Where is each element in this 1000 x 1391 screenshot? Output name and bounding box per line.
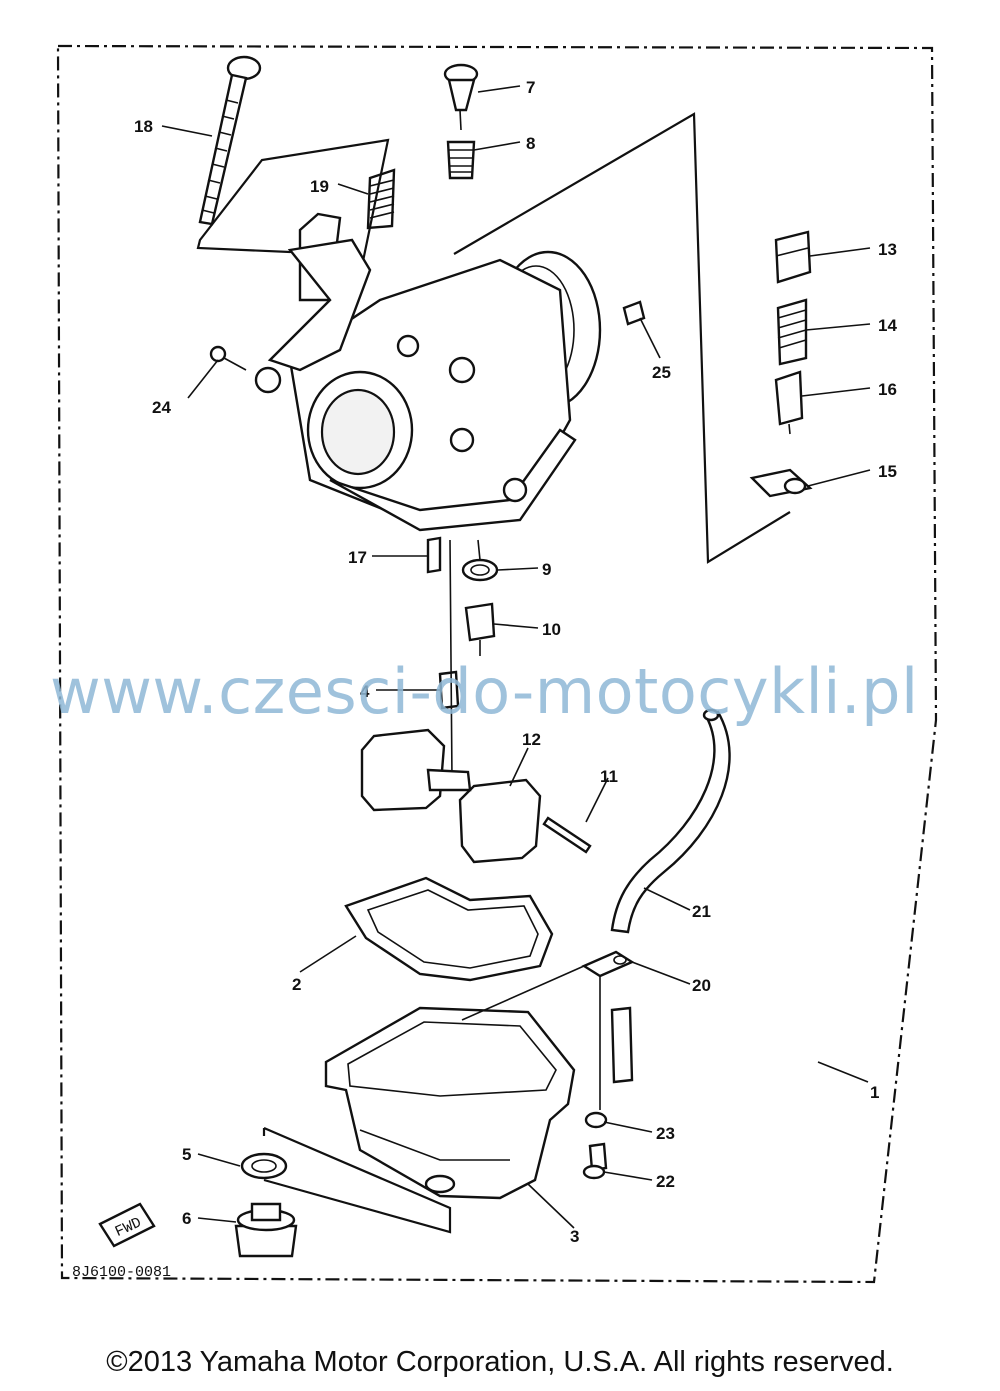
label-part-8: 8 [526, 134, 535, 153]
part-21-tube [610, 708, 731, 934]
bowl-bracket-line [262, 1126, 452, 1234]
centre-axis-line [449, 539, 481, 781]
label-part-12: 12 [522, 730, 541, 749]
part-15-plate [749, 468, 813, 498]
part-6-plug [234, 1202, 298, 1258]
label-part-18: 18 [134, 117, 153, 136]
part-24-screw [209, 345, 247, 371]
leader-lines [161, 85, 871, 1229]
drain-pipe [610, 1006, 634, 1084]
label-part-17: 17 [348, 548, 367, 567]
part-18-screw [198, 55, 262, 226]
part-20-clip [581, 950, 635, 978]
label-part-14: 14 [878, 316, 897, 335]
label-part-25: 25 [652, 363, 671, 382]
label-part-13: 13 [878, 240, 897, 259]
label-part-11: 11 [600, 767, 618, 786]
label-part-19: 19 [310, 177, 329, 196]
label-part-24: 24 [152, 398, 171, 417]
part-8-spring [446, 140, 476, 180]
copyright-notice: ©2013 Yamaha Motor Corporation, U.S.A. A… [106, 1346, 894, 1378]
part-23-washer [584, 1111, 608, 1129]
drawing-code: 8J6100-0081 [72, 1264, 171, 1281]
part-17-jet [426, 536, 442, 574]
label-part-9: 9 [542, 560, 551, 579]
part-13-plug [774, 230, 812, 284]
label-part-20: 20 [692, 976, 711, 995]
part-22-screw [582, 1142, 608, 1180]
part-7-screw [443, 63, 479, 131]
part-16-plunger [774, 370, 804, 435]
part-2-gasket [344, 876, 554, 982]
assembly-boundary [56, 44, 938, 1284]
bracket-line-right [453, 112, 791, 564]
label-part-22: 22 [656, 1172, 675, 1191]
label-part-5: 5 [182, 1145, 191, 1164]
label-part-15: 15 [878, 462, 897, 481]
carburetor-body [254, 212, 602, 532]
part-5-oring [240, 1152, 288, 1180]
label-part-10: 10 [542, 620, 561, 639]
label-part-21: 21 [692, 902, 711, 921]
part-11-pin [542, 816, 592, 854]
label-part-16: 16 [878, 380, 897, 399]
label-part-3: 3 [570, 1227, 579, 1246]
part-9-oring [461, 558, 499, 582]
part-3-float-bowl [324, 1006, 576, 1200]
bowl-gasket-line [461, 965, 585, 1021]
watermark: www.czesci-do-motocykli.pl [50, 655, 919, 728]
label-part-4: 4 [360, 682, 370, 701]
label-part-2: 2 [292, 975, 301, 994]
part-14-spring [776, 298, 808, 366]
part-19-spring [366, 168, 396, 230]
fwd-arrow-icon: FWD [98, 1202, 156, 1248]
label-part-7: 7 [526, 78, 535, 97]
part-25-screw [622, 300, 646, 326]
label-part-1: 1 [870, 1083, 879, 1102]
part-10-needle-valve [464, 602, 496, 656]
label-part-23: 23 [656, 1124, 675, 1143]
part-12-float [360, 728, 542, 864]
label-part-6: 6 [182, 1209, 191, 1228]
